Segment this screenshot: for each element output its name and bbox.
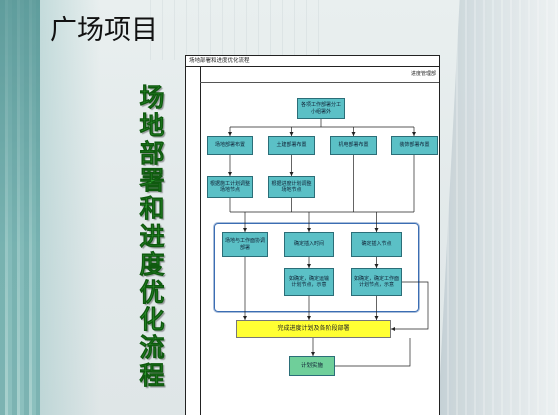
vertical-title-char: 化 (139, 305, 165, 335)
vertical-title-char: 和 (139, 194, 165, 224)
node-plan-site: 根据施工计划调整场地节点 (207, 176, 253, 198)
node-confirm-transport: 如确定，确定运输计划节点，示意 (284, 268, 334, 296)
vertical-title-char: 地 (139, 110, 165, 140)
node-site: 场地部署布置 (207, 136, 253, 155)
node-decoration: 装饰部署布置 (391, 136, 438, 155)
vertical-title-char: 流 (139, 333, 165, 363)
node-mep: 机电部署布置 (330, 136, 377, 155)
coordination-group (214, 223, 419, 312)
lane-header-divider (200, 82, 439, 83)
header-divider (186, 66, 439, 67)
node-execute: 计划实施 (289, 356, 335, 376)
flowchart-header: 场地部署和进度优化流程 (189, 58, 250, 64)
lane-divider (200, 66, 201, 415)
background-tower-image (438, 0, 558, 415)
node-insert-time: 确定插入时间 (284, 232, 334, 257)
lane-label: 进度管理部 (410, 71, 436, 77)
node-insert-node: 确定插入节点 (351, 232, 402, 257)
vertical-title-char: 场 (139, 83, 165, 112)
background-building-image (150, 0, 320, 60)
node-plan-progress: 根据进度计划调整场地节点 (268, 176, 315, 198)
background-fade (40, 0, 100, 415)
node-civil: 土建部署布置 (268, 136, 315, 155)
slide-title: 广场项目 (50, 15, 158, 46)
node-confirm-workface: 如确定，确定工作面计划节点，示意 (351, 268, 402, 296)
vertical-title: 场 地 部 署 和 进 度 优 化 流 程 (136, 83, 168, 390)
node-coordinate: 场地与工作面协调部署 (222, 232, 268, 257)
node-start: 各项工作部署分工小组署外 (297, 98, 345, 119)
vertical-title-char: 署 (139, 166, 165, 196)
vertical-title-char: 优 (139, 277, 165, 307)
vertical-title-char: 部 (139, 138, 165, 168)
node-complete: 完成进度计划及各阶段部署 (236, 320, 391, 338)
background-stripes (0, 0, 40, 415)
vertical-title-char: 程 (139, 360, 165, 390)
vertical-title-char: 度 (139, 249, 165, 279)
vertical-title-char: 进 (139, 221, 165, 251)
